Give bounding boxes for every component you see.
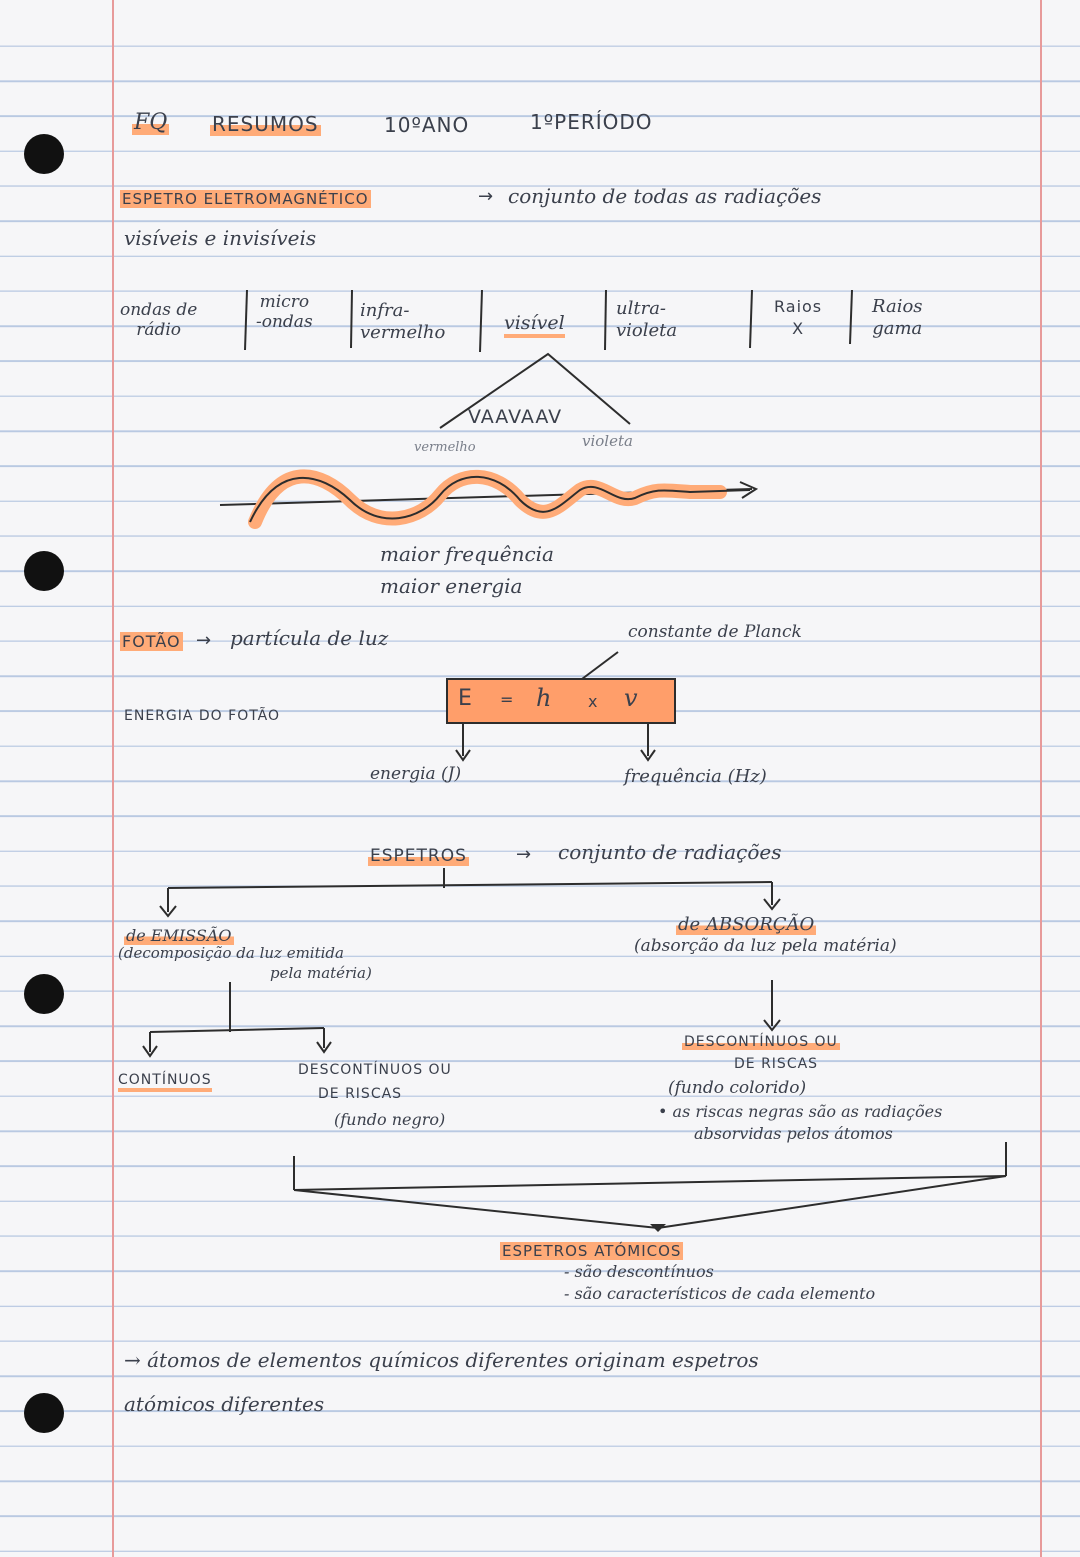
subject-label: FQ — [132, 110, 170, 135]
espetro-definition-cont: visíveis e invisíveis — [124, 226, 317, 250]
wave-caption-2: maior energia — [380, 574, 523, 598]
espetro-definition: conjunto de todas as radiações — [508, 184, 822, 208]
period-label: 1ºPERÍODO — [530, 110, 653, 134]
descontinuos-emissao-3: (fundo negro) — [334, 1110, 446, 1129]
atomicos-title: ESPETROS ATÓMICOS — [500, 1242, 684, 1260]
absorcao-bullet-2: absorvidas pelos átomos — [694, 1124, 893, 1143]
conclusion-line-1: → átomos de elementos químicos diferente… — [124, 1348, 759, 1372]
binder-hole — [24, 551, 64, 591]
label-violeta: violeta — [582, 432, 633, 450]
emissao-title: de EMISSÃO — [124, 926, 234, 945]
left-margin-line — [112, 0, 114, 1557]
descontinuos-absorcao-2: DE RISCAS — [734, 1056, 819, 1072]
absorcao-desc: (absorção da luz pela matéria) — [634, 936, 897, 956]
band-infravermelho: infra-vermelho — [360, 300, 446, 343]
absorcao-bullet-1: • as riscas negras são as radiações — [658, 1102, 943, 1121]
espetros-term: ESPETROS — [368, 846, 469, 866]
energy-label: ENERGIA DO FOTÃO — [124, 708, 281, 724]
continuos-label: CONTÍNUOS — [118, 1072, 212, 1092]
atomicos-bullet-2: - são característicos de cada elemento — [564, 1284, 876, 1303]
band-visivel: visível — [504, 312, 565, 338]
visible-colors: VAAVAAV — [468, 406, 563, 428]
formula-x: x — [588, 692, 598, 711]
formula-h: h — [536, 684, 552, 712]
right-margin-line — [1040, 0, 1042, 1557]
band-ultravioleta: ultra-violeta — [616, 298, 678, 341]
espetro-term: ESPETRO ELETROMAGNÉTICO — [120, 190, 371, 208]
year-label: 10ºANO — [384, 113, 470, 137]
wave-line — [249, 475, 751, 523]
fotao-definition: partícula de luz — [230, 626, 389, 650]
absorcao-title: de ABSORÇÃO — [676, 914, 817, 935]
energy-unit: energia (J) — [370, 764, 462, 784]
descontinuos-absorcao-1: DESCONTÍNUOS OU — [682, 1034, 840, 1050]
formula-equals: = — [500, 690, 514, 709]
formula-box — [446, 678, 676, 724]
frequency-unit: frequência (Hz) — [624, 766, 767, 787]
descontinuos-emissao-2: DE RISCAS — [318, 1086, 403, 1102]
atomicos-bullet-1: - são descontínuos — [564, 1262, 714, 1281]
arrow-icon: → — [478, 186, 494, 207]
binder-hole — [24, 1393, 64, 1433]
label-vermelho: vermelho — [414, 440, 476, 455]
arrow-icon: → — [516, 844, 532, 865]
emissao-desc: (decomposição da luz emitida — [118, 944, 344, 962]
band-microondas: micro-ondas — [256, 292, 313, 332]
espetros-definition: conjunto de radiações — [558, 840, 782, 864]
arrow-icon: → — [196, 630, 212, 651]
binder-hole — [24, 134, 64, 174]
binder-hole — [24, 974, 64, 1014]
fotao-term: FOTÃO — [120, 632, 183, 651]
descontinuos-absorcao-3: (fundo colorido) — [668, 1078, 807, 1098]
page-title: RESUMOS — [210, 112, 321, 136]
emissao-desc-cont: pela matéria) — [270, 964, 372, 982]
planck-label: constante de Planck — [628, 622, 802, 642]
formula-v: v — [624, 684, 638, 712]
wave-caption-1: maior frequência — [380, 542, 554, 566]
conclusion-line-2: atómicos diferentes — [124, 1392, 325, 1416]
descontinuos-emissao-1: DESCONTÍNUOS OU — [298, 1062, 452, 1078]
formula-e: E — [458, 686, 472, 711]
